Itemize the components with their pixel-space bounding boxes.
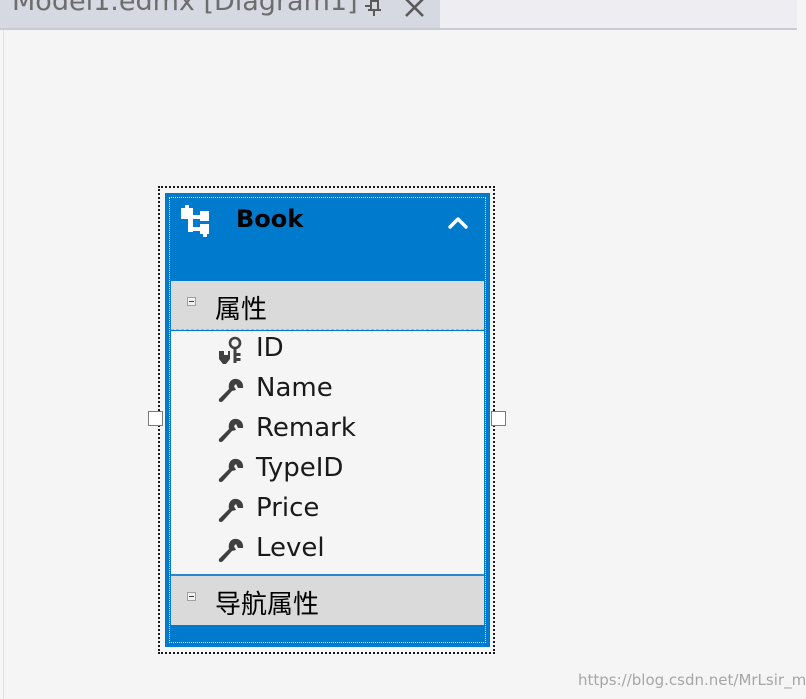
entity-header[interactable]: Book	[165, 193, 490, 281]
collapse-toggle-icon[interactable]	[187, 592, 196, 601]
navigation-section-label: 导航属性	[215, 590, 320, 620]
collapse-toggle-icon[interactable]	[187, 297, 196, 306]
property-label: Remark	[256, 413, 356, 443]
wrench-icon	[218, 418, 244, 443]
property-label: Name	[256, 373, 333, 403]
wrench-icon	[218, 458, 244, 483]
entity-icon	[181, 205, 209, 237]
document-tab[interactable]: Model1.edmx [Diagram1]	[0, 0, 440, 28]
property-label: Level	[256, 533, 325, 563]
property-row-id[interactable]: ID	[171, 331, 484, 371]
tab-strip-divider	[0, 28, 797, 30]
property-row-name[interactable]: Name	[171, 371, 484, 411]
close-icon[interactable]	[402, 0, 428, 20]
pin-icon[interactable]	[362, 0, 384, 18]
property-row-level[interactable]: Level	[171, 531, 484, 571]
tab-title: Model1.edmx [Diagram1]	[12, 0, 358, 17]
chevron-up-icon[interactable]	[447, 215, 469, 231]
properties-section-header[interactable]: 属性	[171, 281, 484, 330]
wrench-icon	[218, 498, 244, 523]
property-row-typeid[interactable]: TypeID	[171, 451, 484, 491]
document-tab-strip: Model1.edmx [Diagram1]	[0, 0, 797, 30]
property-label: ID	[256, 333, 284, 363]
resize-handle-left[interactable]	[148, 411, 163, 426]
navigation-section-header[interactable]: 导航属性	[171, 574, 484, 625]
watermark-text: https://blog.csdn.net/MrLsir_m	[578, 671, 806, 689]
key-icon	[219, 336, 242, 364]
wrench-icon	[218, 538, 244, 563]
property-row-remark[interactable]: Remark	[171, 411, 484, 451]
property-row-price[interactable]: Price	[171, 491, 484, 531]
properties-list: ID Name Remark TypeID	[171, 331, 484, 574]
properties-section-label: 属性	[215, 295, 268, 325]
wrench-icon	[218, 378, 244, 403]
property-label: TypeID	[256, 453, 344, 483]
resize-handle-right[interactable]	[491, 411, 506, 426]
property-label: Price	[256, 493, 320, 523]
entity-name: Book	[236, 205, 304, 233]
entity-shape[interactable]: Book 属性 ID	[165, 193, 490, 647]
